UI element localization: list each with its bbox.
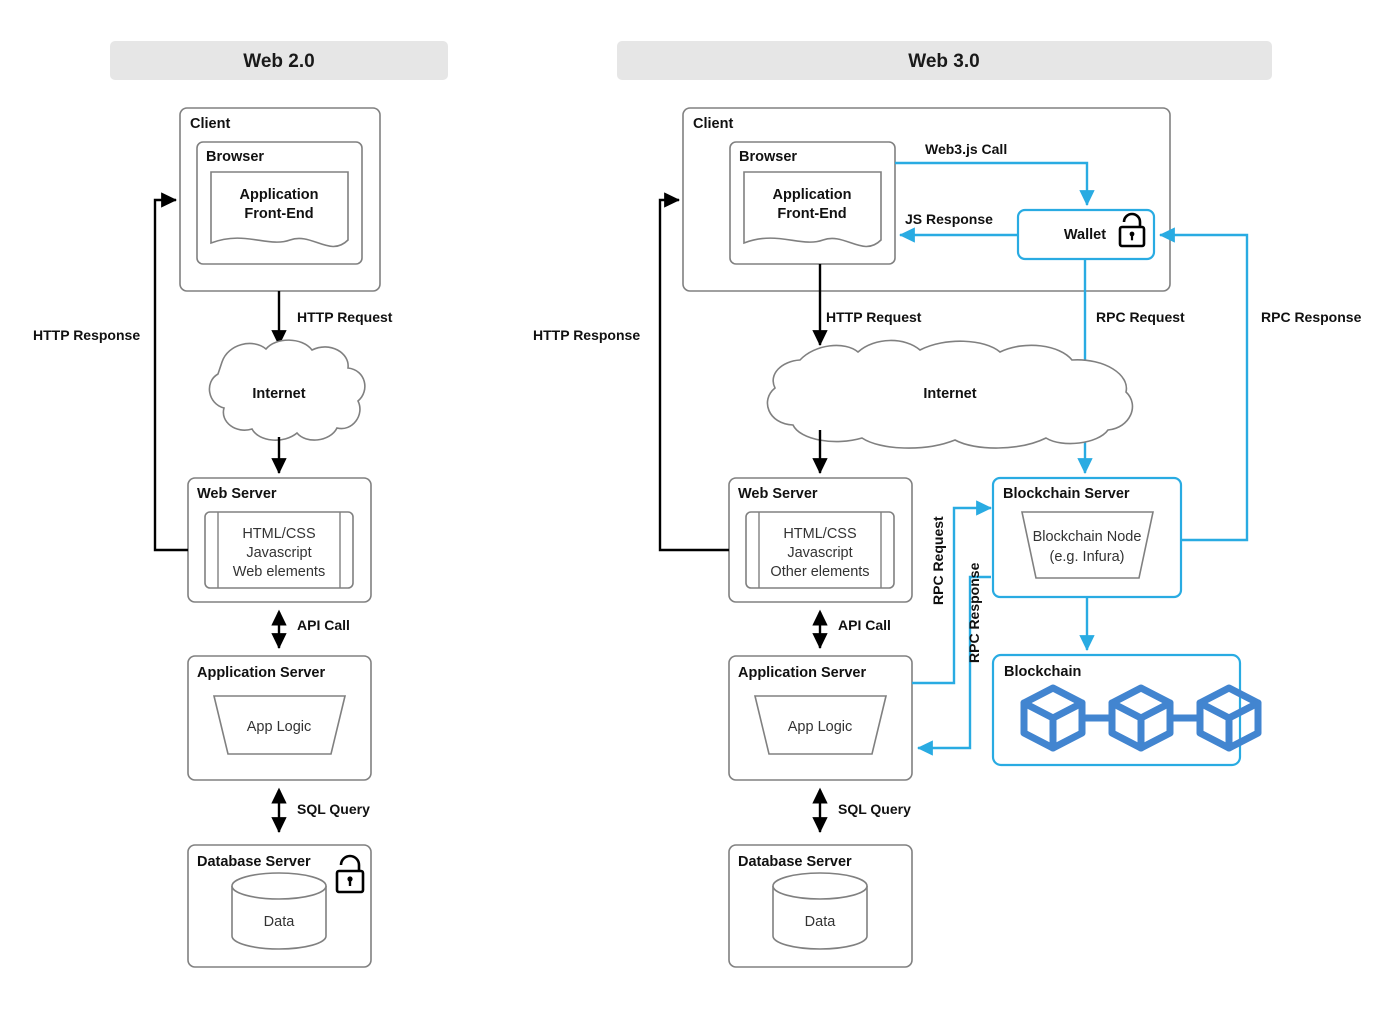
web2-internet-label: Internet bbox=[252, 386, 305, 402]
web3-rpc-request-side-label: RPC Request bbox=[930, 516, 946, 605]
web2-application-frontend[interactable]: Application Front-End bbox=[210, 171, 349, 248]
web3-rpc-response-side-arrow bbox=[917, 575, 991, 756]
web2-http-response-arrow bbox=[153, 192, 188, 552]
web3-http-request-label: HTTP Request bbox=[826, 309, 922, 325]
web2-db-server-label: Database Server bbox=[197, 854, 311, 870]
web3-internet-cloud: Internet bbox=[766, 339, 1134, 449]
web3-header: Web 3.0 bbox=[617, 41, 1272, 80]
web3-http-response-arrow bbox=[658, 192, 729, 552]
web2-header: Web 2.0 bbox=[110, 41, 448, 80]
web3-wallet-box[interactable]: Wallet bbox=[1016, 208, 1156, 261]
web3-web3js-call-label: Web3.js Call bbox=[925, 141, 1007, 157]
web3-frontend-line1: Application bbox=[773, 187, 852, 203]
web3-app-logic-shape: App Logic bbox=[753, 695, 888, 755]
web3-rpc-response-side-label: RPC Response bbox=[966, 562, 982, 663]
web2-ws-doc-line2: Javascript bbox=[246, 545, 311, 561]
web3-client-label: Client bbox=[693, 116, 733, 132]
panel-web3: Web 3.0 Client Browser Application Front… bbox=[533, 41, 1362, 968]
web3-blockchain-node-shape: Blockchain Node (e.g. Infura) bbox=[1021, 511, 1154, 579]
web2-app-logic-shape: App Logic bbox=[212, 695, 347, 755]
web3-internet-label: Internet bbox=[923, 386, 976, 402]
lock-icon bbox=[335, 854, 365, 894]
web3-header-label: Web 3.0 bbox=[908, 51, 979, 72]
web2-web-server-label: Web Server bbox=[197, 486, 277, 502]
web2-http-request-label: HTTP Request bbox=[297, 309, 393, 325]
web2-api-call-label: API Call bbox=[297, 617, 350, 633]
web3-blockchain-node-line2: (e.g. Infura) bbox=[1050, 549, 1125, 565]
web3-db-server-label: Database Server bbox=[738, 854, 852, 870]
web3-web3js-call-arrow bbox=[895, 161, 1095, 206]
web2-client-label: Client bbox=[190, 116, 230, 132]
web3-rpc-response-top-label: RPC Response bbox=[1261, 309, 1362, 325]
web2-ws-doc-line1: HTML/CSS bbox=[242, 526, 315, 542]
web2-http-response-label: HTTP Response bbox=[33, 327, 140, 343]
web3-browser-label: Browser bbox=[739, 149, 797, 165]
web3-web-server-label: Web Server bbox=[738, 486, 818, 502]
web2-sql-query-label: SQL Query bbox=[297, 801, 370, 817]
web3-web-server-document: HTML/CSS Javascript Other elements bbox=[745, 511, 895, 589]
web3-ws-doc-line2: Javascript bbox=[787, 545, 852, 561]
web3-data-label: Data bbox=[805, 914, 837, 930]
web3-rpc-request-side-arrow bbox=[912, 500, 992, 685]
web3-wallet-label: Wallet bbox=[1064, 227, 1106, 243]
web3-application-frontend[interactable]: Application Front-End bbox=[743, 171, 882, 248]
web2-app-logic-label: App Logic bbox=[247, 719, 312, 735]
web3-rpc-response-top-arrow bbox=[1159, 227, 1249, 542]
web2-ws-doc-line3: Web elements bbox=[233, 564, 325, 580]
web3-blockchain-node-line1: Blockchain Node bbox=[1033, 529, 1142, 545]
web3-frontend-line2: Front-End bbox=[777, 206, 846, 222]
web2-app-server-label: Application Server bbox=[197, 665, 325, 681]
web3-sql-query-label: SQL Query bbox=[838, 801, 911, 817]
web2-header-label: Web 2.0 bbox=[243, 51, 314, 72]
lock-icon bbox=[1118, 212, 1146, 248]
web2-web-server-document: HTML/CSS Javascript Web elements bbox=[204, 511, 354, 589]
panel-web2: Web 2.0 Client Browser Application Front… bbox=[33, 41, 448, 968]
web2-browser-label: Browser bbox=[206, 149, 264, 165]
web2-data-cylinder: Data bbox=[231, 872, 327, 950]
web3-js-response-label: JS Response bbox=[905, 211, 993, 227]
web3-app-logic-label: App Logic bbox=[788, 719, 853, 735]
web3-http-response-label: HTTP Response bbox=[533, 327, 640, 343]
web2-internet-cloud: Internet bbox=[208, 339, 366, 441]
web2-data-label: Data bbox=[264, 914, 296, 930]
blockchain-cubes-icon bbox=[1020, 684, 1262, 752]
web3-blockchain-server-label: Blockchain Server bbox=[1003, 486, 1130, 502]
web2-frontend-line1: Application bbox=[240, 187, 319, 203]
web3-blockchain-label: Blockchain bbox=[1004, 664, 1081, 680]
web2-frontend-line2: Front-End bbox=[244, 206, 313, 222]
web3-app-server-label: Application Server bbox=[738, 665, 866, 681]
web3-data-cylinder: Data bbox=[772, 872, 868, 950]
web3-api-call-label: API Call bbox=[838, 617, 891, 633]
web3-rpc-request-top-label: RPC Request bbox=[1096, 309, 1185, 325]
web3-ws-doc-line1: HTML/CSS bbox=[783, 526, 856, 542]
web3-ws-doc-line3: Other elements bbox=[770, 564, 869, 580]
